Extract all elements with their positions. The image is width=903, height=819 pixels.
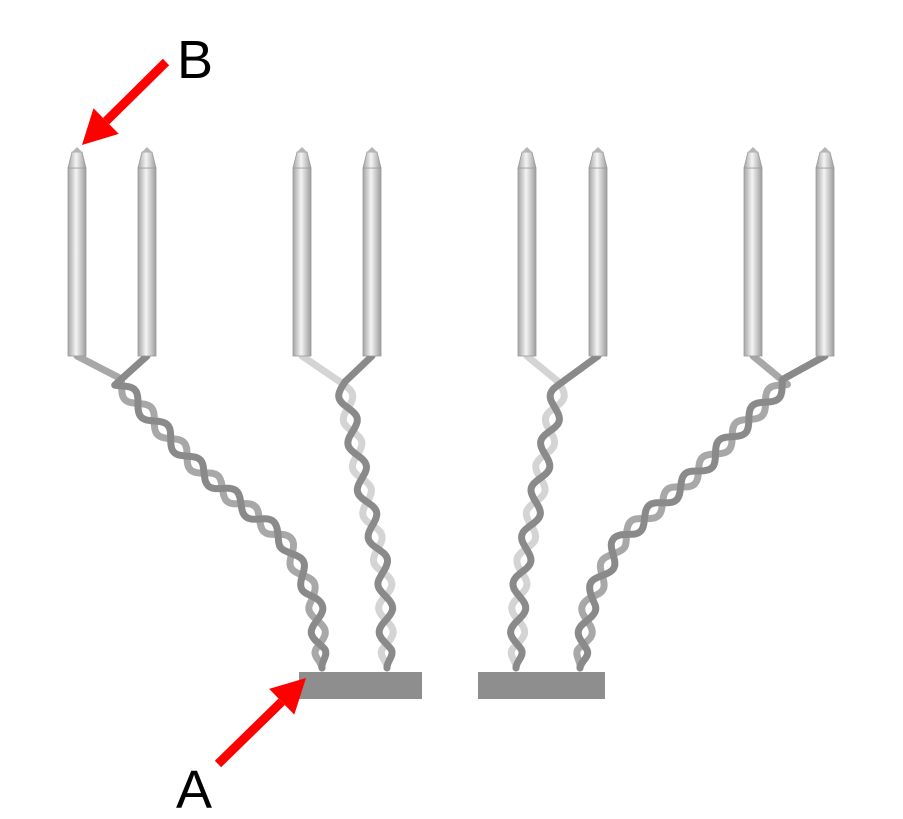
pin-tip-4 xyxy=(362,151,382,169)
callout-arrows xyxy=(82,58,306,768)
pin-tip-8 xyxy=(815,151,835,169)
wire-strand-dark-3 xyxy=(507,352,602,672)
pin-8 xyxy=(815,167,835,357)
base-connectors xyxy=(299,672,605,699)
arrow-to-pin-tip-shaft xyxy=(103,58,170,125)
label-b: B xyxy=(177,30,213,90)
pin-point-4 xyxy=(367,147,377,152)
label-a: A xyxy=(176,760,212,819)
base-connector-left xyxy=(299,672,422,699)
wire-strand-dark-2 xyxy=(335,352,397,672)
pin-tip-3 xyxy=(292,151,312,169)
pin-point-6 xyxy=(593,147,603,152)
arrow-to-pin-tip-head xyxy=(82,108,119,145)
pin-4 xyxy=(362,167,382,357)
wire-strand-light-1 xyxy=(73,352,329,672)
arrow-to-base-shaft xyxy=(214,698,285,768)
wire-strand-dark-1 xyxy=(111,352,330,672)
arrow-to-base xyxy=(214,678,306,768)
pin-point-3 xyxy=(297,147,307,152)
pin-point-8 xyxy=(820,147,830,152)
arrow-to-pin-tip xyxy=(82,58,170,145)
pin-1 xyxy=(67,167,87,357)
pin-2 xyxy=(137,167,157,357)
pin-tip-6 xyxy=(588,151,608,169)
pin-point-7 xyxy=(748,147,758,152)
pin-tip-2 xyxy=(137,151,157,169)
pin-tip-7 xyxy=(743,151,763,169)
electrode-pins xyxy=(67,147,835,357)
pin-point-2 xyxy=(142,147,152,152)
pin-7 xyxy=(743,167,763,357)
pin-6 xyxy=(588,167,608,357)
pin-point-5 xyxy=(522,147,532,152)
pin-tip-1 xyxy=(67,151,87,169)
arrow-to-base-head xyxy=(269,678,306,715)
base-connector-right xyxy=(478,672,605,699)
pin-tip-5 xyxy=(517,151,537,169)
twisted-wires xyxy=(73,352,829,672)
pin-3 xyxy=(292,167,312,357)
pin-point-1 xyxy=(72,147,82,152)
pin-5 xyxy=(517,167,537,357)
wire-strand-dark-4 xyxy=(574,352,829,672)
